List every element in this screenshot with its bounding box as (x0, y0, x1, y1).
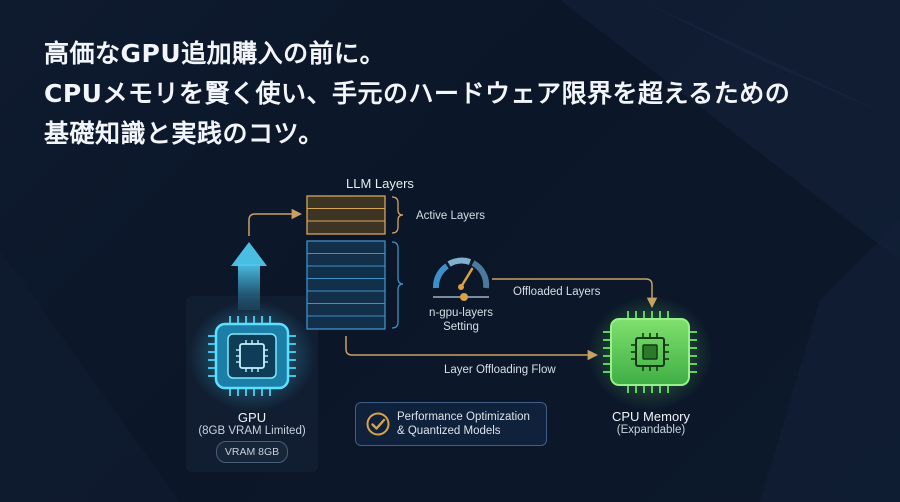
gpu-chip (188, 300, 316, 412)
headline-line-1: 高価なGPU追加購入の前に。 (44, 39, 386, 68)
active-layers-block (306, 195, 386, 235)
gpu-title: GPU (237, 410, 267, 425)
setting-line-2: Setting (443, 321, 479, 333)
n-gpu-layers-setting-label: n-gpu-layers Setting (429, 306, 493, 334)
performance-optimization-box: Performance Optimization & Quantized Mod… (355, 402, 547, 446)
perf-line-1: Performance Optimization (397, 411, 530, 423)
arrow-to-cpu-memory (492, 278, 658, 309)
arrow-to-active-layers (248, 208, 303, 236)
headline-line-2: CPUメモリを賢く使い、手元のハードウェア限界を超えるための (44, 79, 791, 108)
gauge-icon (432, 257, 490, 301)
cpu-memory-title: CPU Memory (611, 409, 691, 424)
active-layers-bracket (391, 196, 404, 234)
perf-line-2: & Quantized Models (397, 425, 501, 437)
offloaded-layers-block (306, 240, 386, 330)
performance-optimization-text: Performance Optimization & Quantized Mod… (397, 410, 530, 438)
gpu-subtitle: (8GB VRAM Limited) (198, 425, 306, 437)
llm-layers-title: LLM Layers (346, 176, 414, 191)
headline-line-3: 基礎知識と実践のコツ。 (44, 119, 324, 148)
offloaded-layers-bracket (391, 241, 404, 329)
cpu-memory-subtitle: (Expandable) (616, 424, 686, 436)
offloaded-layers-label: Offloaded Layers (513, 286, 601, 298)
layer-offloading-flow-label: Layer Offloading Flow (444, 364, 556, 376)
arrow-up-icon (231, 242, 267, 310)
cpu-chip (588, 296, 712, 410)
layer-offloading-flow-arrow (345, 336, 599, 361)
headline: 高価なGPU追加購入の前に。 CPUメモリを賢く使い、手元のハードウェア限界を超… (44, 34, 790, 154)
setting-line-1: n-gpu-layers (429, 307, 493, 319)
active-layers-label: Active Layers (416, 210, 486, 222)
vram-badge: VRAM 8GB (216, 441, 288, 463)
check-circle-icon (366, 412, 390, 436)
